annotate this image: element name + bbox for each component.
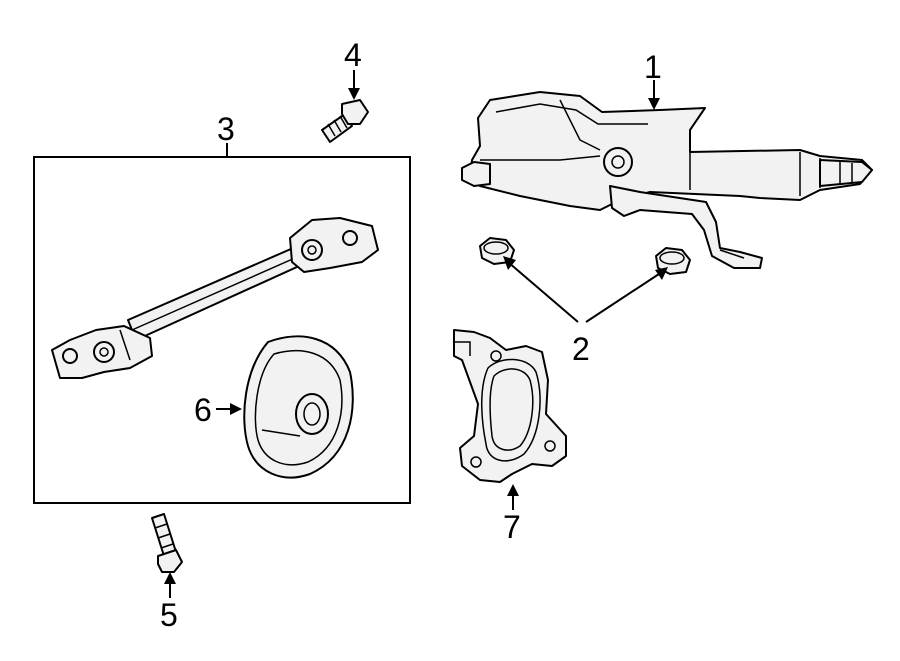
intermediate-shaft — [51, 217, 379, 379]
callout-number-7: 7 — [503, 509, 521, 545]
callout-number-2: 2 — [572, 331, 590, 367]
column-seal-plate — [453, 329, 567, 483]
arrowhead-5 — [164, 572, 176, 584]
callout-number-3: 3 — [217, 111, 235, 147]
arrowhead-4 — [348, 88, 360, 100]
arrowhead-1 — [648, 98, 660, 110]
steering-column-boot — [243, 335, 354, 479]
bolt-lower — [151, 513, 183, 573]
callout-number-5: 5 — [160, 597, 178, 633]
callout-number-6: 6 — [194, 392, 212, 428]
bolt-upper — [321, 99, 369, 143]
arrowhead-2a — [503, 256, 516, 270]
callout-line-2a — [507, 261, 579, 323]
callout-number-4: 4 — [344, 37, 362, 73]
callout-line-2b — [585, 271, 663, 323]
intermediate-shaft-group-box — [33, 156, 411, 504]
arrowhead-7 — [507, 484, 519, 496]
callout-number-1: 1 — [644, 49, 662, 85]
arrowhead-2b — [655, 267, 668, 280]
arrowhead-6 — [230, 403, 242, 415]
steering-column — [461, 91, 873, 269]
